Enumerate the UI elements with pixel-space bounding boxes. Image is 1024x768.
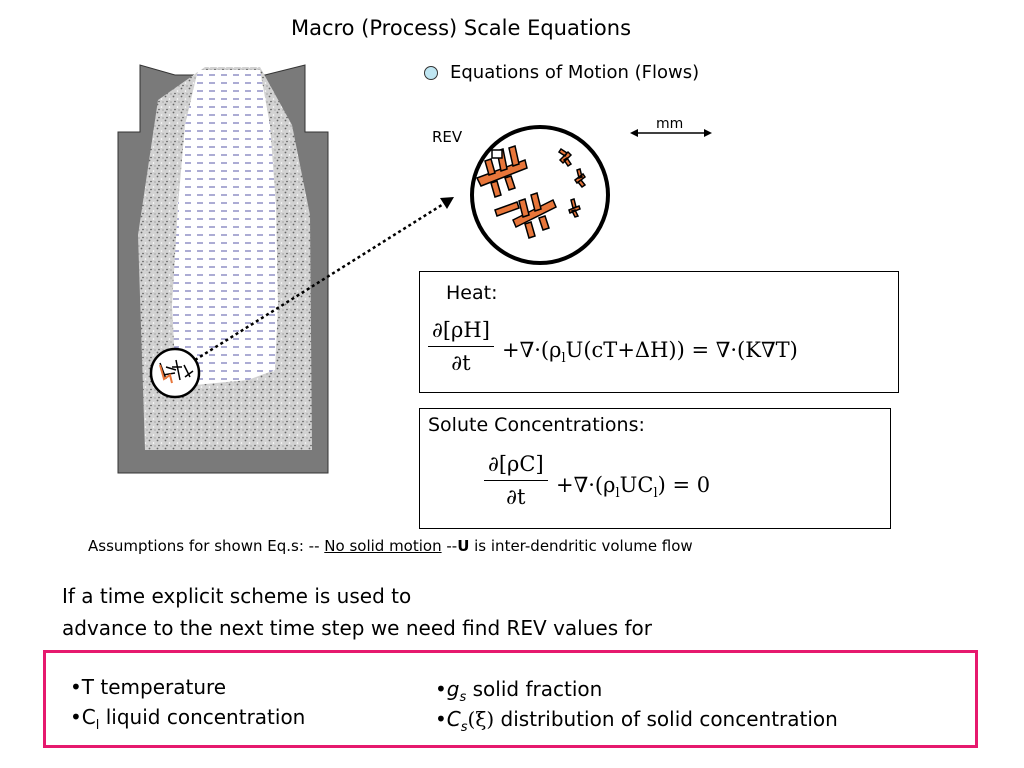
- heat-fraction: ∂[ρH] ∂t: [428, 318, 494, 375]
- solute-numerator: ∂[ρC]: [488, 452, 544, 476]
- heat-equation-box: Heat: ∂[ρH] ∂t +∇·(ρlU(cT+ΔH)) = ∇·(K∇T): [419, 271, 899, 393]
- rev-small-circle: [149, 347, 201, 399]
- solute-denominator: ∂t: [506, 485, 526, 509]
- scale-label: mm: [656, 116, 684, 132]
- rev-values-box: •T temperature •Cl liquid concentration …: [43, 650, 978, 748]
- slide-title: Macro (Process) Scale Equations: [290, 16, 632, 40]
- item-temperature: •T temperature: [70, 675, 227, 699]
- scale-arrow: [630, 129, 712, 137]
- liquid-core: [172, 70, 278, 385]
- solute-fraction: ∂[ρC] ∂t: [484, 452, 548, 509]
- solute-equation-box: Solute Concentrations: ∂[ρC] ∂t +∇·(ρlUC…: [419, 408, 891, 529]
- heat-numerator: ∂[ρH]: [432, 318, 490, 342]
- no-solid-motion-text: No solid motion: [324, 537, 442, 555]
- item-liquid-concentration: •Cl liquid concentration: [70, 705, 306, 733]
- rev-circle: [470, 125, 610, 265]
- rev-label: REV: [432, 128, 463, 146]
- equations-of-motion-label: Equations of Motion (Flows): [450, 62, 700, 83]
- dendrite-small: [557, 147, 587, 218]
- bullet-dot: [424, 66, 438, 80]
- explicit-scheme-paragraph: If a time explicit scheme is used to adv…: [62, 584, 652, 640]
- item-solid-concentration-distribution: •Cs(ξ) distribution of solid concentrati…: [435, 707, 838, 735]
- ingot-diagram: [117, 64, 329, 474]
- heat-denominator: ∂t: [451, 351, 471, 375]
- item-solid-fraction: •gs solid fraction: [435, 677, 603, 705]
- assumptions-line: Assumptions for shown Eq.s: -- No solid …: [88, 537, 693, 555]
- solute-label: Solute Concentrations:: [428, 414, 645, 436]
- solute-rhs: +∇·(ρlUCl) = 0: [556, 473, 711, 502]
- heat-rhs: +∇·(ρlU(cT+ΔH)) = ∇·(K∇T): [502, 338, 798, 367]
- heat-label: Heat:: [446, 282, 498, 304]
